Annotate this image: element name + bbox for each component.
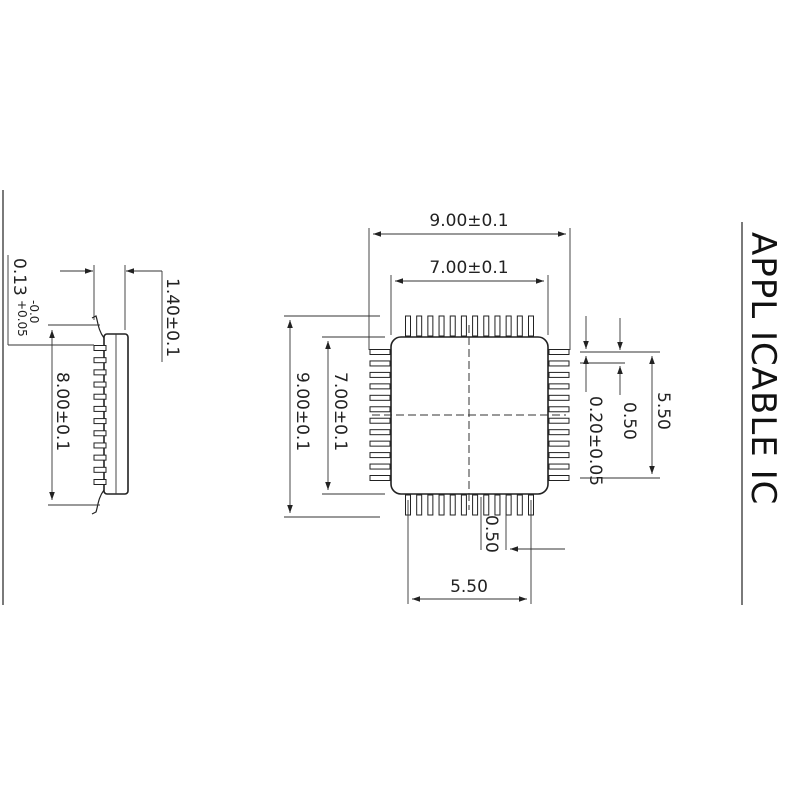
pin-bottom <box>438 494 445 516</box>
pin-right <box>548 349 570 355</box>
side-view-body <box>91 315 129 515</box>
pin-right <box>548 383 570 390</box>
pin-left <box>369 349 391 355</box>
side-lead <box>93 466 107 473</box>
pin-right <box>548 452 570 459</box>
pin-bottom <box>505 494 512 516</box>
side-lead <box>93 405 107 412</box>
standoff-label: 0.13 <box>9 258 29 296</box>
pin-top <box>516 315 523 337</box>
bottom-span-label: 5.50 <box>450 577 488 597</box>
pitch-bottom-label: 0.50 <box>481 515 501 553</box>
pin-right <box>548 360 570 367</box>
pin-bottom <box>416 494 423 516</box>
pin-top <box>416 315 423 337</box>
pin-left <box>369 475 391 481</box>
pin-top <box>449 315 456 337</box>
top-view-pins <box>369 315 570 516</box>
pin-left <box>369 371 391 378</box>
side-lead <box>93 430 107 437</box>
applicable-ic-label: APPL ICABLE IC <box>743 232 783 505</box>
pin-bottom <box>494 494 501 516</box>
pin-left <box>369 360 391 367</box>
pin-right <box>548 475 570 481</box>
pin-left <box>369 463 391 470</box>
pin-left <box>369 394 391 401</box>
pin-width-label: 0.20±0.05 <box>585 396 605 486</box>
pin-bottom <box>516 494 523 516</box>
pin-bottom <box>472 494 479 516</box>
standoff-tol-minus: -0.0 <box>27 300 41 323</box>
side-lead <box>93 454 107 461</box>
pin-right <box>548 394 570 401</box>
pin-right <box>548 429 570 436</box>
length-label: 8.00±0.1 <box>52 372 72 451</box>
pin-left <box>369 440 391 447</box>
pin-right <box>548 371 570 378</box>
pin-top <box>494 315 501 337</box>
body-width-label: 7.00±0.1 <box>429 258 508 278</box>
pin-top <box>427 315 434 337</box>
pin-left <box>369 406 391 413</box>
side-lead <box>93 345 107 351</box>
pin-right <box>548 463 570 470</box>
side-lead <box>93 369 107 376</box>
pin-top <box>483 315 490 337</box>
side-view-leads <box>93 345 107 485</box>
pin-left <box>369 417 391 424</box>
pin-top <box>505 315 512 337</box>
overall-width-label: 9.00±0.1 <box>429 211 508 231</box>
side-lead <box>93 393 107 400</box>
pin-right <box>548 440 570 447</box>
pin-left <box>369 383 391 390</box>
lead-curve-bottom <box>91 489 105 515</box>
pin-right <box>548 406 570 413</box>
right-span-label: 5.50 <box>653 392 673 430</box>
top-view: 9.00±0.1 7.00±0.1 9.00±0.1 7.00±0.1 5.50… <box>284 211 673 604</box>
pin-left <box>369 452 391 459</box>
side-view: 0.13 +0.05 -0.0 1.40±0.1 8.00±0.1 <box>7 255 182 515</box>
overall-height-label: 9.00±0.1 <box>292 372 312 451</box>
pin-right <box>548 417 570 424</box>
side-lead <box>93 381 107 388</box>
side-lead <box>93 479 107 485</box>
pin-top <box>438 315 445 337</box>
pin-top <box>528 315 534 337</box>
pin-left <box>369 429 391 436</box>
side-lead <box>93 442 107 449</box>
pitch-right-label: 0.50 <box>619 402 639 440</box>
thickness-label: 1.40±0.1 <box>162 278 182 357</box>
side-lead <box>93 418 107 425</box>
pin-bottom <box>449 494 456 516</box>
pin-bottom <box>427 494 434 516</box>
body-height-label: 7.00±0.1 <box>330 372 350 451</box>
pin-bottom <box>483 494 490 516</box>
pin-top <box>460 315 467 337</box>
pin-bottom <box>460 494 467 516</box>
pin-top <box>472 315 479 337</box>
pin-top <box>405 315 411 337</box>
side-lead <box>93 357 107 364</box>
standoff-tol-plus: +0.05 <box>15 300 29 337</box>
